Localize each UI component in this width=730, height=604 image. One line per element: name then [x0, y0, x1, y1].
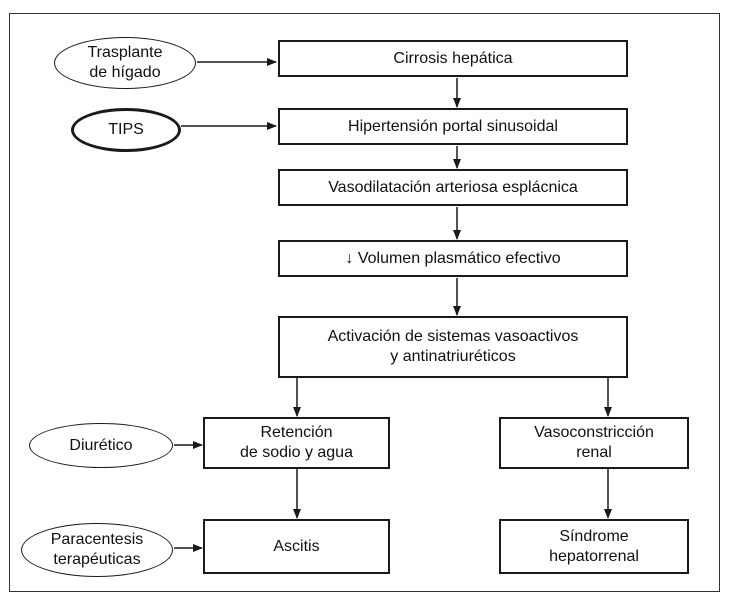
- node-sindrome-hepatorrenal-label: Síndrome hepatorrenal: [549, 527, 639, 565]
- treatment-trasplante: Trasplante de hígado: [54, 37, 196, 89]
- node-ascitis: Ascitis: [203, 519, 390, 574]
- node-vasoconstriccion-renal: Vasoconstricción renal: [499, 417, 689, 469]
- treatment-paracentesis-label: Paracentesis terapéuticas: [50, 531, 144, 568]
- node-vasodilatacion-label: Vasodilatación arteriosa esplácnica: [328, 178, 578, 196]
- node-sindrome-hepatorrenal: Síndrome hepatorrenal: [499, 519, 689, 574]
- node-volumen-plasmatico-label: ↓ Volumen plasmático efectivo: [345, 249, 561, 267]
- node-activacion-sistemas-label: Activación de sistemas vasoactivos y ant…: [327, 328, 579, 365]
- diagram-frame: [9, 13, 720, 592]
- treatment-tips: TIPS: [71, 108, 181, 152]
- node-cirrosis-hepatica: Cirrosis hepática: [278, 40, 628, 77]
- node-vasodilatacion: Vasodilatación arteriosa esplácnica: [278, 169, 628, 206]
- treatment-paracentesis: Paracentesis terapéuticas: [21, 523, 173, 577]
- treatment-trasplante-label: Trasplante de hígado: [87, 44, 163, 81]
- treatment-tips-label: TIPS: [108, 121, 144, 138]
- node-retencion-sodio: Retención de sodio y agua: [203, 417, 390, 469]
- node-retencion-sodio-label: Retención de sodio y agua: [240, 424, 353, 461]
- node-volumen-plasmatico: ↓ Volumen plasmático efectivo: [278, 240, 628, 277]
- treatment-diuretico-label: Diurético: [69, 436, 133, 454]
- node-activacion-sistemas: Activación de sistemas vasoactivos y ant…: [278, 316, 628, 378]
- node-hipertension-portal-label: Hipertensión portal sinusoidal: [348, 117, 558, 135]
- node-ascitis-label: Ascitis: [273, 537, 320, 555]
- node-vasoconstriccion-renal-label: Vasoconstricción renal: [534, 424, 654, 461]
- node-hipertension-portal: Hipertensión portal sinusoidal: [278, 108, 628, 145]
- treatment-diuretico: Diurético: [29, 423, 173, 468]
- node-cirrosis-hepatica-label: Cirrosis hepática: [393, 49, 513, 67]
